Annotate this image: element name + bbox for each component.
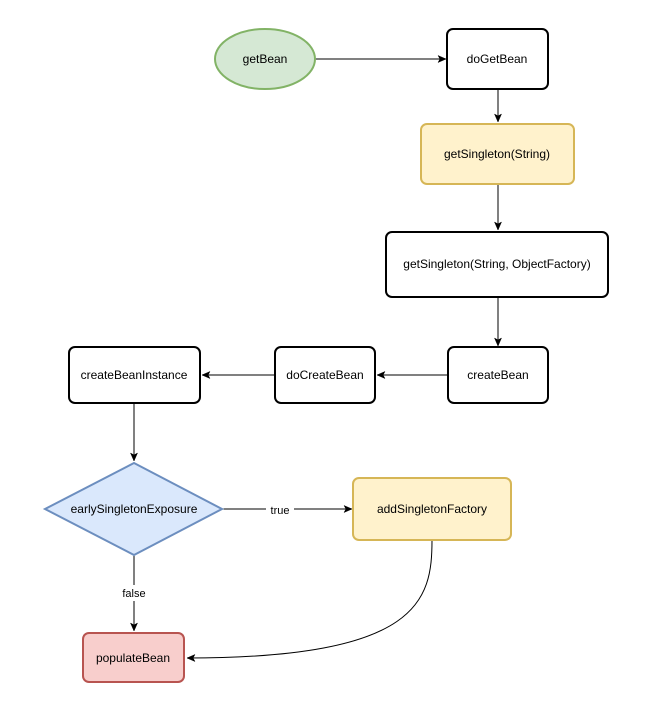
edge-label-true: true (266, 502, 294, 517)
edge-label-true-text: true (271, 505, 290, 517)
node-getsingleton-factory[interactable]: getSingleton(String, ObjectFactory) (385, 231, 609, 298)
node-addsingletonfactory[interactable]: addSingletonFactory (352, 477, 512, 541)
node-dogetbean-label: doGetBean (467, 52, 528, 66)
node-getsingleton-string[interactable]: getSingleton(String) (420, 123, 575, 185)
node-getbean-label: getBean (243, 52, 288, 66)
node-earlysingletonexposure-decision[interactable]: earlySingletonExposure (42, 461, 225, 557)
edge-label-false: false (118, 585, 150, 601)
edge-addsingletonfactory-to-populatebean (186, 539, 433, 663)
node-addsingletonfactory-label: addSingletonFactory (377, 502, 487, 516)
node-populatebean-label: populateBean (96, 651, 170, 665)
node-docreatebean-label: doCreateBean (286, 368, 363, 382)
node-createbeaninstance-label: createBeanInstance (81, 368, 188, 382)
node-createbean-label: createBean (467, 368, 528, 382)
node-getsingleton-factory-label: getSingleton(String, ObjectFactory) (403, 257, 590, 271)
node-earlysingletonexposure-label: earlySingletonExposure (71, 502, 198, 516)
node-docreatebean[interactable]: doCreateBean (274, 346, 376, 404)
edge-label-false-text: false (122, 588, 145, 600)
node-getbean[interactable]: getBean (214, 28, 316, 90)
node-createbean[interactable]: createBean (447, 346, 549, 404)
node-dogetbean[interactable]: doGetBean (446, 28, 549, 90)
node-populatebean[interactable]: populateBean (82, 632, 185, 683)
node-createbeaninstance[interactable]: createBeanInstance (68, 346, 201, 404)
node-getsingleton-string-label: getSingleton(String) (444, 147, 550, 161)
